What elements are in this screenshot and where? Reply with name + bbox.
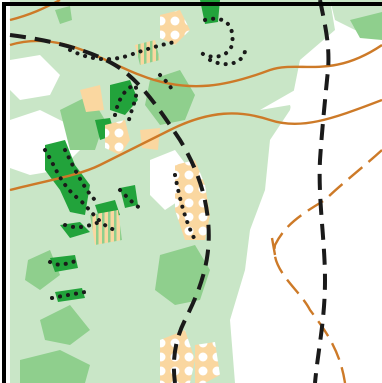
vegetation-boundaries <box>43 16 247 300</box>
contours <box>9 0 382 383</box>
form-line-east <box>273 149 382 383</box>
east-track[interactable] <box>313 0 331 383</box>
tracks <box>9 0 331 383</box>
form-line-tick <box>270 237 277 256</box>
contour-northwest <box>9 0 61 22</box>
medium-green-vegetation <box>20 6 382 383</box>
contour-north <box>9 39 382 88</box>
contour-middle <box>9 98 382 192</box>
